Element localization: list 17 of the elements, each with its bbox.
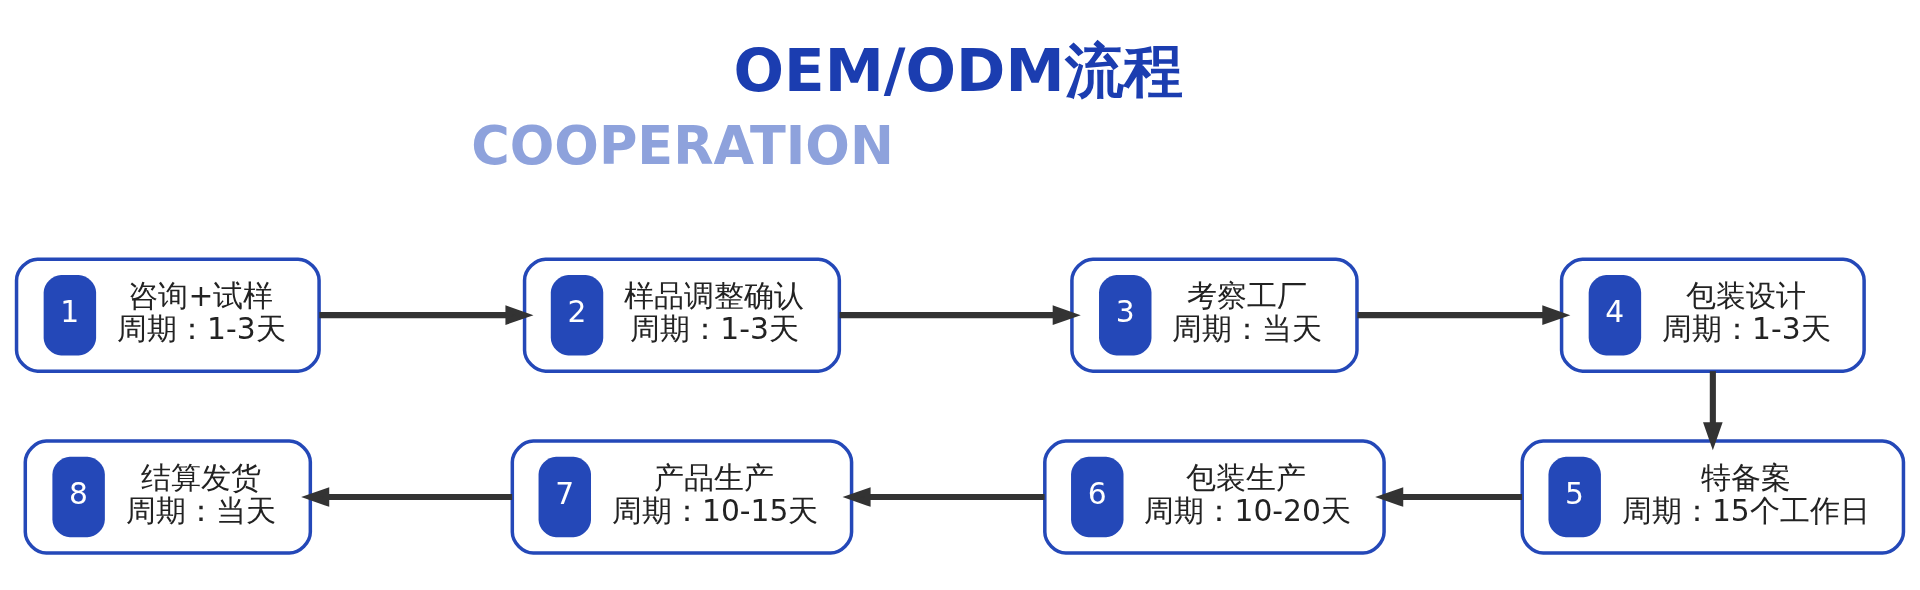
node-box: 7 产品生产 周期：10-15天 [510,438,854,555]
arrow [1375,486,1523,507]
label: COOPERATION [471,114,894,176]
arrow [842,486,1045,507]
node-box: 8 结算发货 周期：当天 [23,438,313,555]
node-box: 5 特备案 周期：15个工作日 [1520,438,1906,555]
node-box: 4 包装设计 周期：1-3天 [1559,256,1866,373]
node-box: 6 包装生产 周期：10-20天 [1043,438,1386,555]
arrow [301,486,513,507]
arrow [1703,370,1723,450]
node-box: 2 样品调整确认 周期：1-3天 [522,256,842,373]
node-box: 3 考察工厂 周期：当天 [1070,256,1359,373]
arrow [839,304,1081,325]
arrow [319,304,534,325]
arrow [1357,304,1571,325]
diagram-title: OEM/ODM流程 [733,35,1183,105]
node-box: 1 咨询+试样 周期：1-3天 [14,256,321,373]
